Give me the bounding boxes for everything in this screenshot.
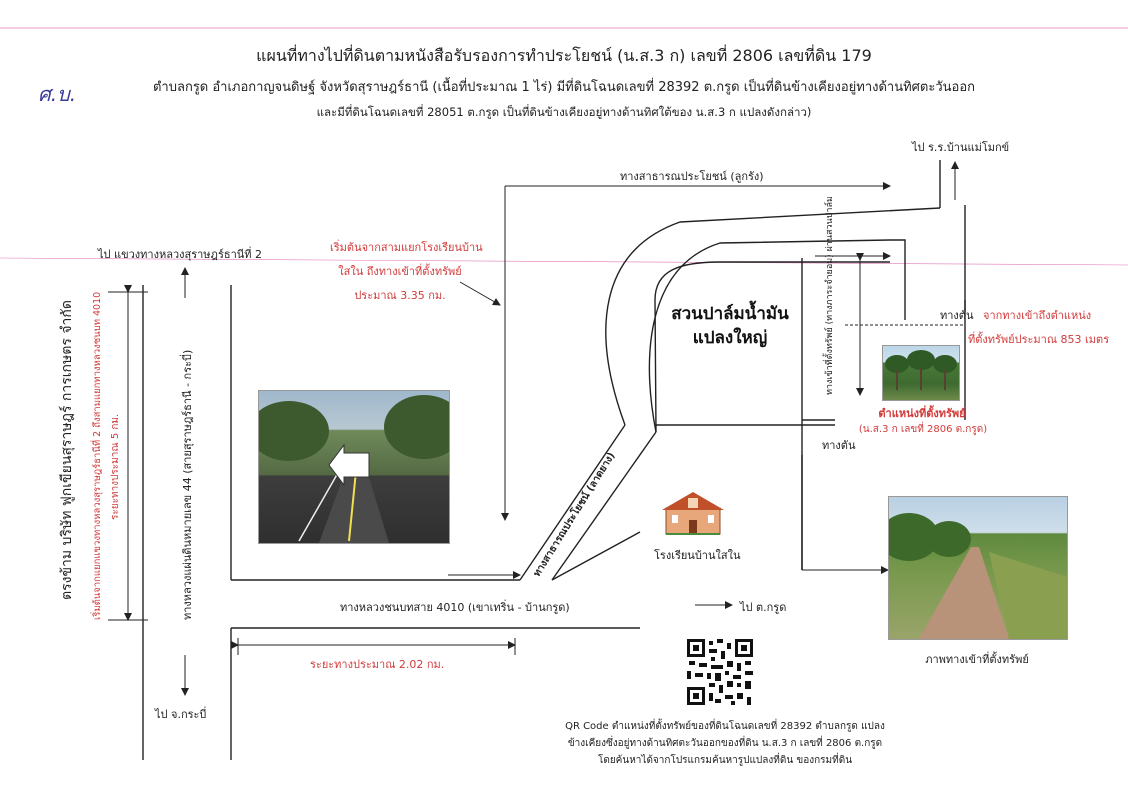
map-title: แผนที่ทางไปที่ดินตามหนังสือรับรองการทำปร… bbox=[256, 46, 872, 65]
label-dead-end-1: ทางตัน bbox=[940, 309, 974, 322]
map-subtitle: ตำบลกรูด อำเภอกาญจนดิษฐ์ จังหวัดสุราษฎร์… bbox=[152, 80, 976, 95]
label-public-road: ทางสาธารณประโยชน์ (ลูกรัง) bbox=[620, 170, 764, 183]
label-driveway: ทางเข้าที่ตั้งทรัพย์ (ทางภาระจำยอม) ผ่าน… bbox=[825, 196, 835, 395]
map-subtitle-2: และมีที่ดินโฉนดเลขที่ 28051 ต.กรูด เป็นท… bbox=[316, 105, 812, 119]
property-photo bbox=[882, 345, 960, 401]
company-label: ตรงข้าม บริษัท ฟูกเขียนสุราษฎร์ การเกษตร… bbox=[59, 300, 75, 600]
label-to-highway-2: ไป แขวงทางหลวงสุราษฎร์ธานีที่ 2 bbox=[98, 248, 263, 261]
label-dead-end-2: ทางตัน bbox=[822, 439, 856, 452]
label-highway-44: ทางหลวงแผ่นดินหมายเลข 44 (สายสุราษฎร์ธาน… bbox=[181, 349, 194, 620]
entry-note-2: ที่ตั้งทรัพย์ประมาณ 853 เมตร bbox=[968, 333, 1110, 346]
property-doc-label: (น.ส.3 ก เลขที่ 2806 ต.กรูด) bbox=[858, 424, 988, 435]
start-note-2: ใสใน ถึงทางเข้าที่ตั้งทรัพย์ bbox=[338, 265, 462, 278]
label-to-krabi: ไป จ.กระบี่ bbox=[155, 708, 207, 721]
access-photo-caption: ภาพทางเข้าที่ตั้งทรัพย์ bbox=[925, 653, 1029, 666]
qr-caption-2: ข้างเคียงซึ่งอยู่ทางด้านทิศตะวันออกของที… bbox=[567, 738, 883, 749]
school-label: โรงเรียนบ้านใสใน bbox=[654, 549, 741, 562]
start-left-note-2: ระยะทางประมาณ 5 กม. bbox=[110, 413, 121, 520]
handwritten-mark: ศ.บ. bbox=[38, 82, 77, 106]
palm-plantation-label-2: แปลงใหญ่ bbox=[692, 328, 768, 348]
qr-code[interactable] bbox=[685, 637, 755, 707]
palm-plantation-label-1: สวนปาล์มน้ำมัน bbox=[671, 304, 789, 324]
label-distance-202: ระยะทางประมาณ 2.02 กม. bbox=[310, 658, 445, 671]
entry-note-1: จากทางเข้าถึงตำแหน่ง bbox=[983, 309, 1092, 322]
start-note-1: เริ่มต้นจากสามแยกโรงเรียนบ้าน bbox=[330, 241, 483, 254]
road-photo bbox=[258, 390, 450, 544]
qr-caption-3: โดยค้นหาได้จากโปรแกรมค้นหารูปแปลงที่ดิน … bbox=[597, 755, 853, 766]
property-location-label: ตำแหน่งที่ตั้งทรัพย์ bbox=[878, 407, 966, 420]
access-photo bbox=[888, 496, 1068, 640]
label-to-krud: ไป ต.กรูด bbox=[740, 601, 787, 614]
label-to-school-north: ไป ร.ร.บ้านแม่โมกข์ bbox=[912, 141, 1010, 154]
school-icon bbox=[662, 492, 724, 535]
start-left-note-1: เริ่มต้นจากแยกแขวงทางหลวงสุราษฎร์ธานีที่… bbox=[92, 291, 103, 620]
qr-caption-1: QR Code ตำแหน่งที่ตั้งทรัพย์ของที่ดินโฉน… bbox=[565, 721, 885, 732]
label-highway-4010: ทางหลวงชนบทสาย 4010 (เขาเทริ่น - บ้านกรู… bbox=[340, 601, 570, 614]
start-note-3: ประมาณ 3.35 กม. bbox=[354, 289, 446, 302]
